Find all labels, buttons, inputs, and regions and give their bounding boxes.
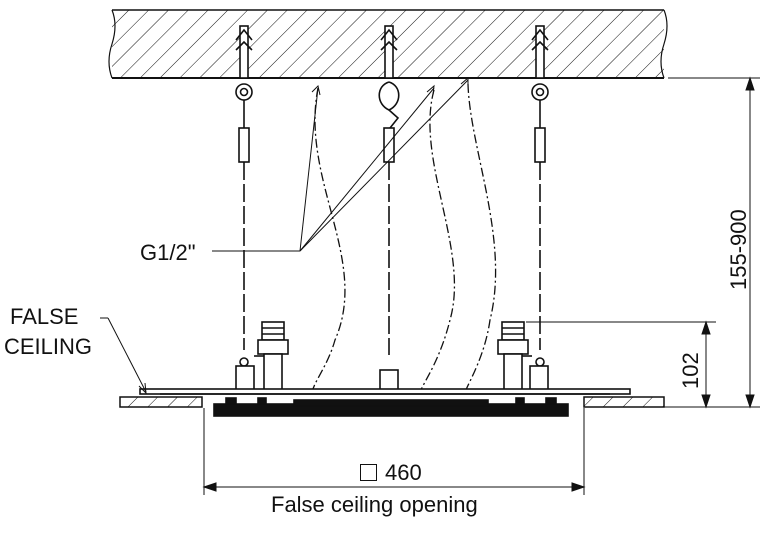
dimension-box-height (526, 320, 716, 409)
connector-left (235, 321, 289, 391)
pipe-thread-label: G1/2" (140, 240, 196, 265)
false-ceiling-leader (100, 317, 147, 395)
box-height-label: 102 (678, 352, 703, 389)
opening-size-label: 460 (385, 460, 422, 485)
hanger-left (235, 25, 253, 367)
false-ceiling-panels (119, 396, 665, 408)
square-symbol-icon (360, 464, 377, 481)
connector-right (497, 321, 549, 391)
dimension-opening (202, 408, 586, 495)
drop-range-label: 155-900 (726, 209, 751, 290)
dimension-drop-range (630, 76, 760, 409)
false-ceiling-label-line2: CEILING (4, 334, 93, 359)
hanger-right (531, 25, 549, 367)
false-ceiling-label-line1: FALSE (10, 304, 79, 329)
opening-caption: False ceiling opening (271, 492, 478, 517)
thread-leader-lines (212, 76, 469, 252)
hanger-center (378, 25, 400, 391)
shower-head (139, 388, 631, 417)
flexible-hoses (311, 83, 497, 393)
